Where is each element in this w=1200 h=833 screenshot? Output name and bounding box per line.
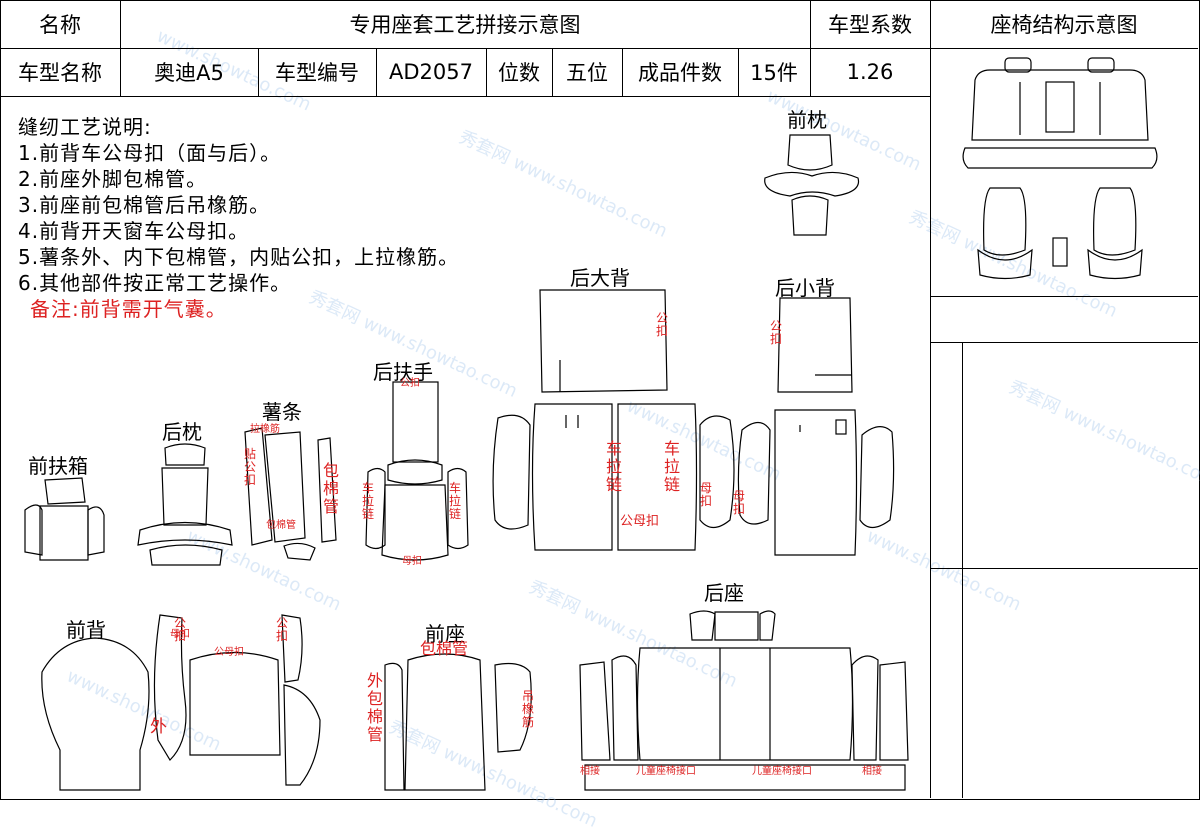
header-col-4 <box>486 48 487 96</box>
rear-pillow-outline <box>137 443 233 566</box>
sewing-notes: 缝纫工艺说明: 1.前背车公母扣（面与后）。 2.前座外脚包棉管。 3.前座前包… <box>18 114 459 322</box>
anno-front-seat-outer-wrap: 外包棉管 <box>367 671 384 744</box>
anno-fries-wrap-pipe-big: 包棉管 <box>323 461 340 516</box>
anno-front-back-male-right: 公扣 <box>276 616 289 643</box>
part-label-front-back: 前背 <box>66 618 106 642</box>
anno-child-seat-port-right: 儿童座椅接口 <box>752 766 812 777</box>
seats-value: 五位 <box>566 61 608 85</box>
part-label-front-armbox: 前扶箱 <box>28 454 88 478</box>
anno-fries-pull-elastic: 拉橡筋 <box>250 424 280 435</box>
right-rule-2 <box>930 342 1198 343</box>
header-rule-2 <box>0 96 930 97</box>
front-seat-outline <box>384 653 532 791</box>
anno-fries-wrap-pipe: 包棉管 <box>266 520 296 531</box>
anno-child-seat-port-left: 儿童座椅接口 <box>636 766 696 777</box>
notes-remark: 备注:前背需开气囊。 <box>30 297 227 321</box>
anno-sewn-right: 相接 <box>862 766 882 777</box>
right-rule-3 <box>930 568 1198 569</box>
seat-structure-diagram <box>962 57 1158 280</box>
anno-big-back-male: 公扣 <box>656 311 669 338</box>
structure-label: 座椅结构示意图 <box>990 13 1138 37</box>
note-item-4: 4.前背开天窗车公母扣。 <box>18 219 250 243</box>
part-label-rear-armrest: 后扶手 <box>373 360 433 384</box>
part-label-rear-seat: 后座 <box>704 581 744 605</box>
front-armbox-outline <box>24 477 105 561</box>
anno-armrest-female: 母扣 <box>402 556 422 567</box>
note-item-1: 1.前背车公母扣（面与后）。 <box>18 141 282 165</box>
header-col-3 <box>376 48 377 96</box>
header-col-1 <box>120 0 121 96</box>
front-back-outline <box>41 614 321 791</box>
pieces-value: 15件 <box>750 61 798 85</box>
header-col-5 <box>552 48 553 96</box>
part-label-fries: 薯条 <box>262 400 302 424</box>
anno-big-back-female: 母扣 <box>700 481 713 508</box>
seats-label: 位数 <box>498 61 540 85</box>
rear-seat-outline <box>579 610 909 791</box>
page-title: 专用座套工艺拼接示意图 <box>349 13 581 37</box>
part-label-rear-pillow: 后枕 <box>162 420 202 444</box>
anno-front-back-male-female: 公母扣 <box>214 647 244 658</box>
header-col-7 <box>738 48 739 96</box>
coef-label: 车型系数 <box>828 13 912 37</box>
part-label-front-seat: 前座 <box>425 622 465 646</box>
anno-front-back-female-left: 母扣 <box>170 629 190 640</box>
anno-big-back-zip-left: 车拉链 <box>606 439 623 494</box>
anno-front-back-outer: 外 <box>150 717 167 737</box>
part-label-rear-big-back: 后大背 <box>570 266 630 290</box>
pattern-outlines <box>24 57 1158 791</box>
anno-small-back-female: 母扣 <box>733 489 746 516</box>
rear-big-back-outline <box>492 289 735 551</box>
anno-armrest-male: 公扣 <box>400 378 420 389</box>
name-label: 名称 <box>39 13 81 37</box>
anno-armrest-zip-left: 车拉链 <box>362 481 375 521</box>
anno-front-back-male-left: 公扣 <box>174 616 187 643</box>
anno-big-back-male-female: 公母扣 <box>620 514 660 529</box>
note-item-6: 6.其他部件按正常工艺操作。 <box>18 271 292 295</box>
front-pillow-outline <box>764 134 860 236</box>
part-label-rear-small-back: 后小背 <box>775 276 835 300</box>
model-name-label: 车型名称 <box>18 61 102 85</box>
fries-outline <box>244 427 337 561</box>
coef-value: 1.26 <box>846 60 894 84</box>
note-item-5: 5.薯条外、内下包棉管，内贴公扣，上拉橡筋。 <box>18 245 460 269</box>
rear-small-back-outline <box>737 297 895 556</box>
anno-small-back-male: 公扣 <box>770 319 783 346</box>
anno-big-back-zip-right: 车拉链 <box>664 439 681 494</box>
model-name: 奥迪A5 <box>154 61 224 85</box>
pieces-label: 成品件数 <box>638 61 722 85</box>
header-col-6 <box>622 48 623 96</box>
notes-title: 缝纫工艺说明: <box>18 115 152 139</box>
part-label-front-pillow: 前枕 <box>787 108 827 132</box>
right-panel-divider <box>930 0 931 798</box>
right-col-1 <box>962 342 963 798</box>
rear-armrest-outline <box>365 381 469 561</box>
anno-sewn-left: 相接 <box>580 766 600 777</box>
anno-front-seat-hang-elastic: 吊橡筋 <box>522 689 535 729</box>
note-item-2: 2.前座外脚包棉管。 <box>18 167 208 191</box>
right-rule-1 <box>930 296 1198 297</box>
anno-armrest-zip-right: 车拉链 <box>449 481 462 521</box>
anno-front-seat-wrap: 包棉管 <box>420 639 469 658</box>
header-rule-1 <box>0 48 1198 49</box>
model-no-label: 车型编号 <box>275 61 359 85</box>
header-col-2 <box>258 48 259 96</box>
note-item-3: 3.前座前包棉管后吊橡筋。 <box>18 193 271 217</box>
anno-fries-stick-male: 贴公扣 <box>244 447 257 487</box>
header-col-8 <box>810 0 811 96</box>
model-no: AD2057 <box>389 60 473 84</box>
